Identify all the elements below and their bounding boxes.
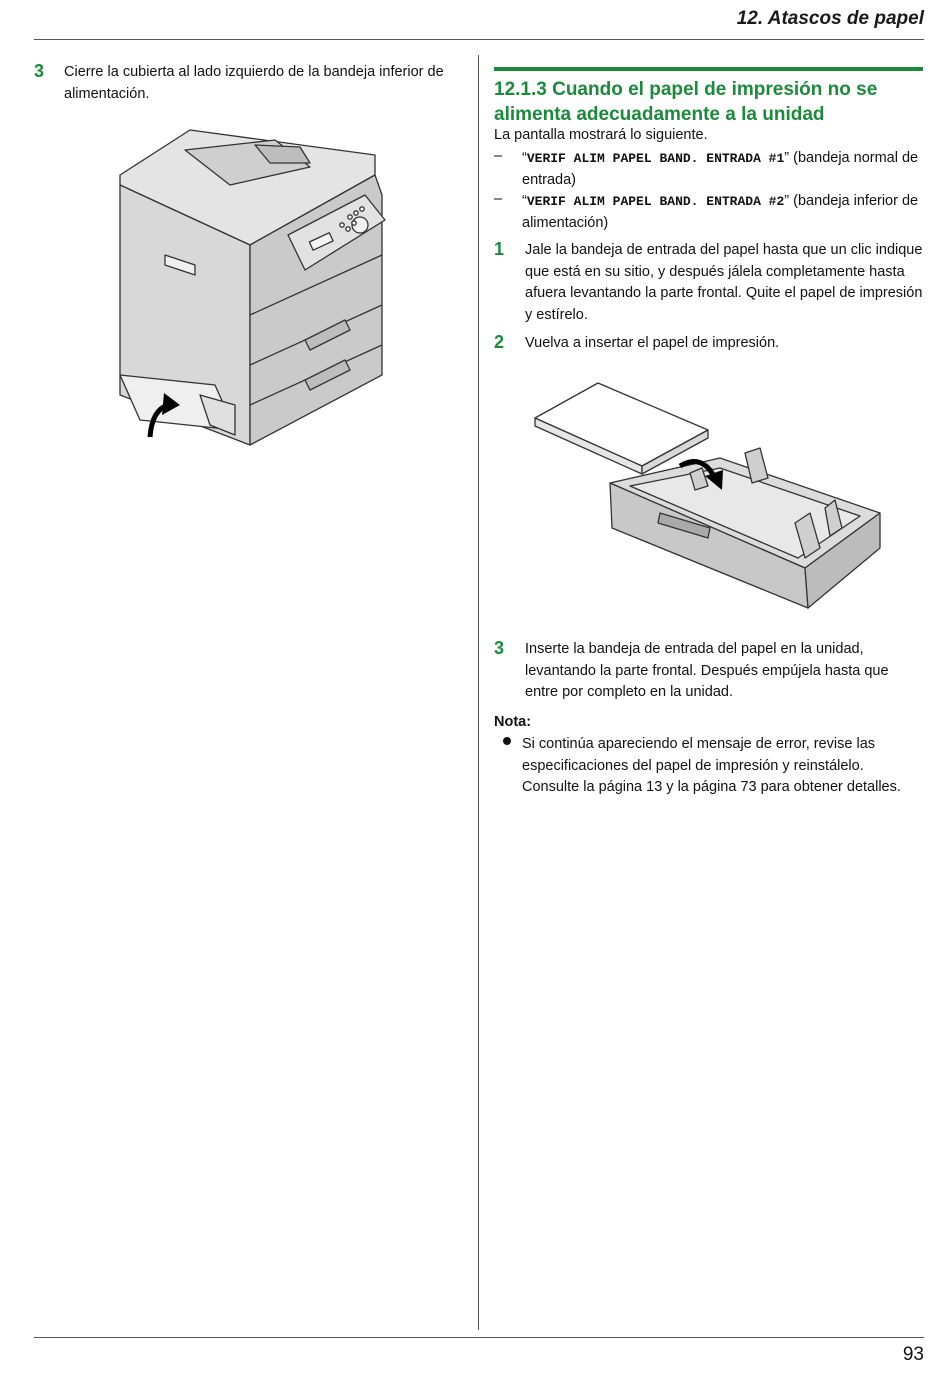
message-dash-2: – (494, 191, 503, 207)
note-text: Si continúa apareciendo el mensaje de er… (522, 736, 901, 795)
right-step-2-number: 2 (494, 332, 505, 352)
column-divider (478, 55, 479, 1330)
message-close-quote: ” (784, 193, 790, 209)
bullet-icon (503, 737, 511, 745)
message-dash-1: – (494, 148, 503, 164)
right-step-3-text: Inserte la bandeja de entrada del papel … (525, 641, 889, 700)
page-header-title: 12. Atascos de papel (736, 8, 924, 29)
message-description: (bandeja normal de entrada) (522, 150, 919, 188)
error-message-code: VERIF ALIM PAPEL BAND. ENTRADA #1 (526, 151, 785, 166)
message-open-quote: “ (522, 193, 527, 209)
message-open-quote: “ (522, 150, 527, 166)
footer-divider (34, 1337, 924, 1338)
page-number: 93 (902, 1344, 924, 1365)
message-close-quote: ” (784, 150, 790, 166)
right-step-1-number: 1 (494, 239, 505, 259)
message-item-2: “VERIF ALIM PAPEL BAND. ENTRADA #2” (ban… (522, 191, 924, 234)
right-step-3-number: 3 (494, 638, 505, 658)
message-item-1: “VERIF ALIM PAPEL BAND. ENTRADA #1” (ban… (522, 148, 924, 191)
left-step-3-text: Cierre la cubierta al lado izquierdo de … (64, 64, 444, 102)
error-message-code: VERIF ALIM PAPEL BAND. ENTRADA #2 (526, 194, 785, 209)
note-label: Nota: (494, 714, 532, 730)
message-description: (bandeja inferior de alimentación) (522, 193, 919, 231)
paper-tray-illustration (534, 382, 881, 609)
section-rule (494, 67, 923, 71)
intro-text: La pantalla mostrará lo siguiente. (494, 127, 708, 143)
left-step-3-number: 3 (34, 61, 45, 81)
section-heading: 12.1.3 Cuando el papel de impresión no s… (494, 79, 878, 125)
right-step-2-text: Vuelva a insertar el papel de impresión. (525, 335, 780, 351)
header-divider (34, 39, 924, 40)
right-step-1-text: Jale la bandeja de entrada del papel has… (525, 242, 923, 323)
printer-illustration (119, 129, 386, 446)
